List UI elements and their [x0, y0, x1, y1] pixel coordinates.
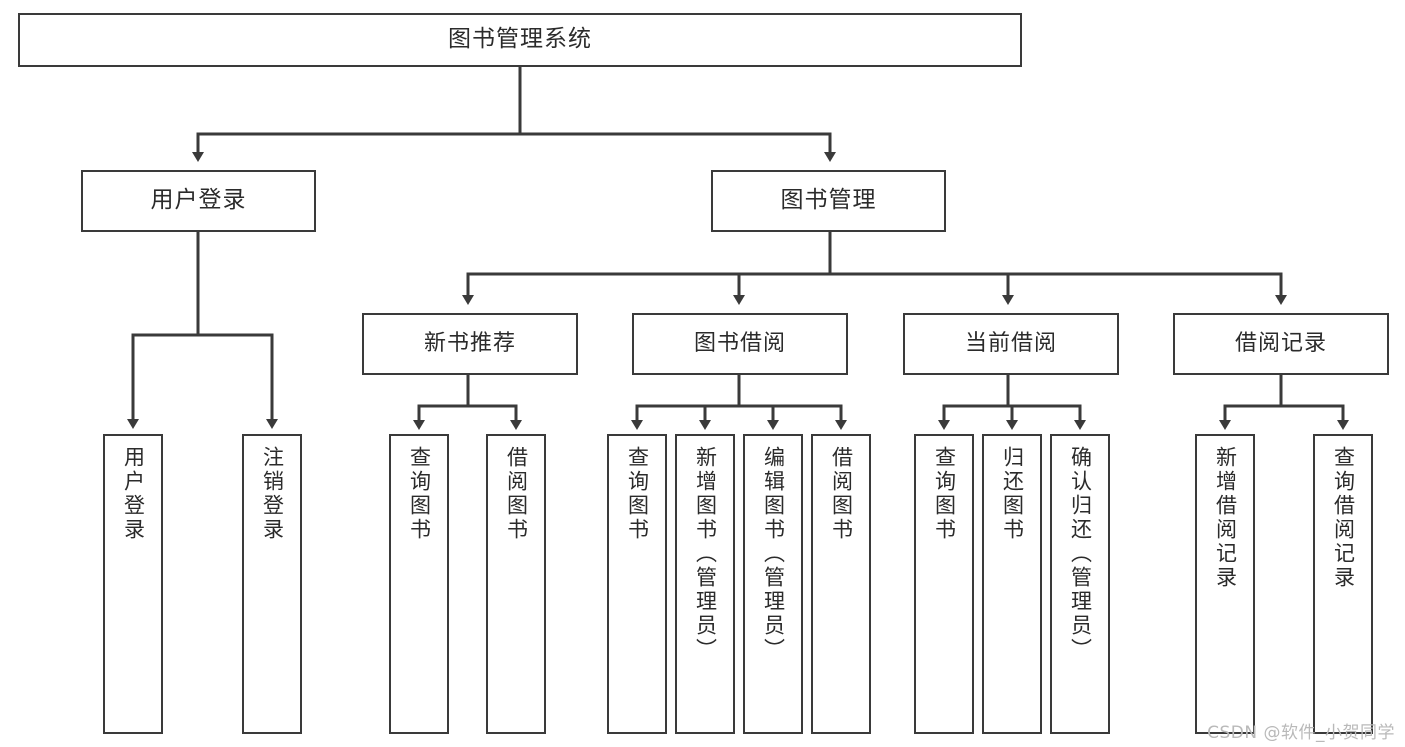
node-new-book-recommendation-label: 新书推荐 [423, 330, 516, 356]
node-leaf-query-record-label: 查询借阅记录 [1331, 446, 1356, 590]
node-leaf-confirm-return[interactable]: 确认归还（管理员） [1050, 434, 1110, 734]
node-leaf-user-login-label: 用户登录 [121, 446, 146, 542]
node-leaf-user-login[interactable]: 用户登录 [103, 434, 163, 734]
node-root-label: 图书管理系统 [448, 26, 592, 53]
node-book-borrow-label: 图书借阅 [693, 330, 786, 356]
node-leaf-borrow-book-1[interactable]: 借阅图书 [486, 434, 546, 734]
node-leaf-logout-label: 注销登录 [260, 446, 285, 542]
node-book-manage-label: 图书管理 [780, 187, 877, 214]
node-leaf-edit-book-label: 编辑图书（管理员） [761, 446, 786, 662]
node-leaf-query-book-1[interactable]: 查询图书 [389, 434, 449, 734]
node-leaf-query-record[interactable]: 查询借阅记录 [1313, 434, 1373, 734]
node-leaf-borrow-book-2[interactable]: 借阅图书 [811, 434, 871, 734]
node-leaf-add-book-label: 新增图书（管理员） [693, 446, 718, 662]
node-leaf-confirm-return-label: 确认归还（管理员） [1068, 446, 1093, 662]
node-leaf-return-book-label: 归还图书 [1000, 446, 1025, 542]
node-leaf-query-book-1-label: 查询图书 [407, 446, 432, 542]
node-leaf-add-record-label: 新增借阅记录 [1213, 446, 1238, 590]
node-leaf-query-book-3[interactable]: 查询图书 [914, 434, 974, 734]
node-book-borrow[interactable]: 图书借阅 [632, 313, 848, 375]
node-leaf-add-record[interactable]: 新增借阅记录 [1195, 434, 1255, 734]
node-leaf-query-book-3-label: 查询图书 [932, 446, 957, 542]
node-borrow-record-label: 借阅记录 [1234, 330, 1327, 356]
node-user-login-label: 用户登录 [150, 187, 247, 214]
node-current-borrow-label: 当前借阅 [964, 330, 1057, 356]
node-leaf-return-book[interactable]: 归还图书 [982, 434, 1042, 734]
node-leaf-borrow-book-1-label: 借阅图书 [504, 446, 529, 542]
node-book-manage[interactable]: 图书管理 [711, 170, 946, 232]
node-leaf-logout[interactable]: 注销登录 [242, 434, 302, 734]
node-current-borrow[interactable]: 当前借阅 [903, 313, 1119, 375]
node-leaf-edit-book[interactable]: 编辑图书（管理员） [743, 434, 803, 734]
node-user-login[interactable]: 用户登录 [81, 170, 316, 232]
node-new-book-recommendation[interactable]: 新书推荐 [362, 313, 578, 375]
node-leaf-query-book-2-label: 查询图书 [625, 446, 650, 542]
node-leaf-query-book-2[interactable]: 查询图书 [607, 434, 667, 734]
node-leaf-add-book[interactable]: 新增图书（管理员） [675, 434, 735, 734]
node-root[interactable]: 图书管理系统 [18, 13, 1022, 67]
node-borrow-record[interactable]: 借阅记录 [1173, 313, 1389, 375]
node-leaf-borrow-book-2-label: 借阅图书 [829, 446, 854, 542]
